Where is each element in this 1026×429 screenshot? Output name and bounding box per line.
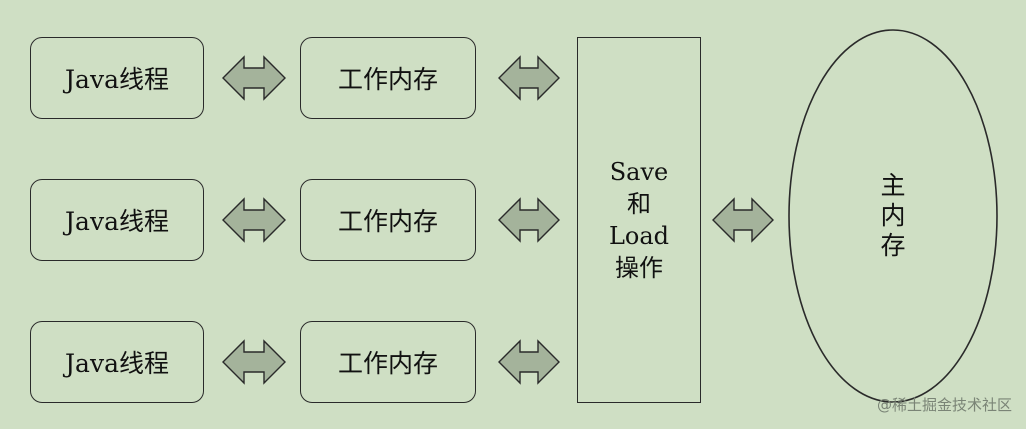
main-memory-line-3: 存 [880, 231, 906, 260]
main-memory-ellipse [788, 29, 998, 403]
watermark-text: @稀土掘金技术社区 [876, 396, 1012, 414]
java-thread-box-2: Java线程 [30, 179, 204, 261]
java-thread-label: Java线程 [65, 65, 169, 94]
double-arrow-work-saveload-1 [498, 55, 560, 101]
double-arrow-work-saveload-2 [498, 197, 560, 243]
java-thread-box-3: Java线程 [30, 321, 204, 403]
working-memory-box-3: 工作内存 [300, 321, 476, 403]
working-memory-box-2: 工作内存 [300, 179, 476, 261]
double-arrow-thread-work-3 [222, 339, 286, 385]
double-arrow-saveload-main [712, 197, 774, 243]
thread-work-arrows [222, 55, 286, 385]
working-memory-box-1: 工作内存 [300, 37, 476, 119]
java-thread-label: Java线程 [65, 207, 169, 236]
double-arrow-work-saveload-3 [498, 339, 560, 385]
main-memory-label: 主 内 存 [790, 30, 996, 402]
save-load-line-2: 和 [627, 190, 651, 218]
save-load-line-3: Load [608, 222, 670, 250]
save-load-line-1: Save [609, 158, 669, 186]
double-arrow-thread-work-1 [222, 55, 286, 101]
main-memory-line-2: 内 [880, 201, 906, 230]
work-saveload-arrows [498, 55, 560, 385]
save-load-box: Save 和 Load 操作 [577, 37, 701, 403]
double-arrow-thread-work-2 [222, 197, 286, 243]
java-thread-label: Java线程 [65, 349, 169, 378]
save-load-line-4: 操作 [615, 254, 663, 282]
working-memory-label: 工作内存 [337, 207, 438, 236]
java-thread-box-1: Java线程 [30, 37, 204, 119]
working-memory-label: 工作内存 [337, 65, 438, 94]
main-memory-line-1: 主 [880, 171, 906, 200]
working-memory-label: 工作内存 [337, 349, 438, 378]
